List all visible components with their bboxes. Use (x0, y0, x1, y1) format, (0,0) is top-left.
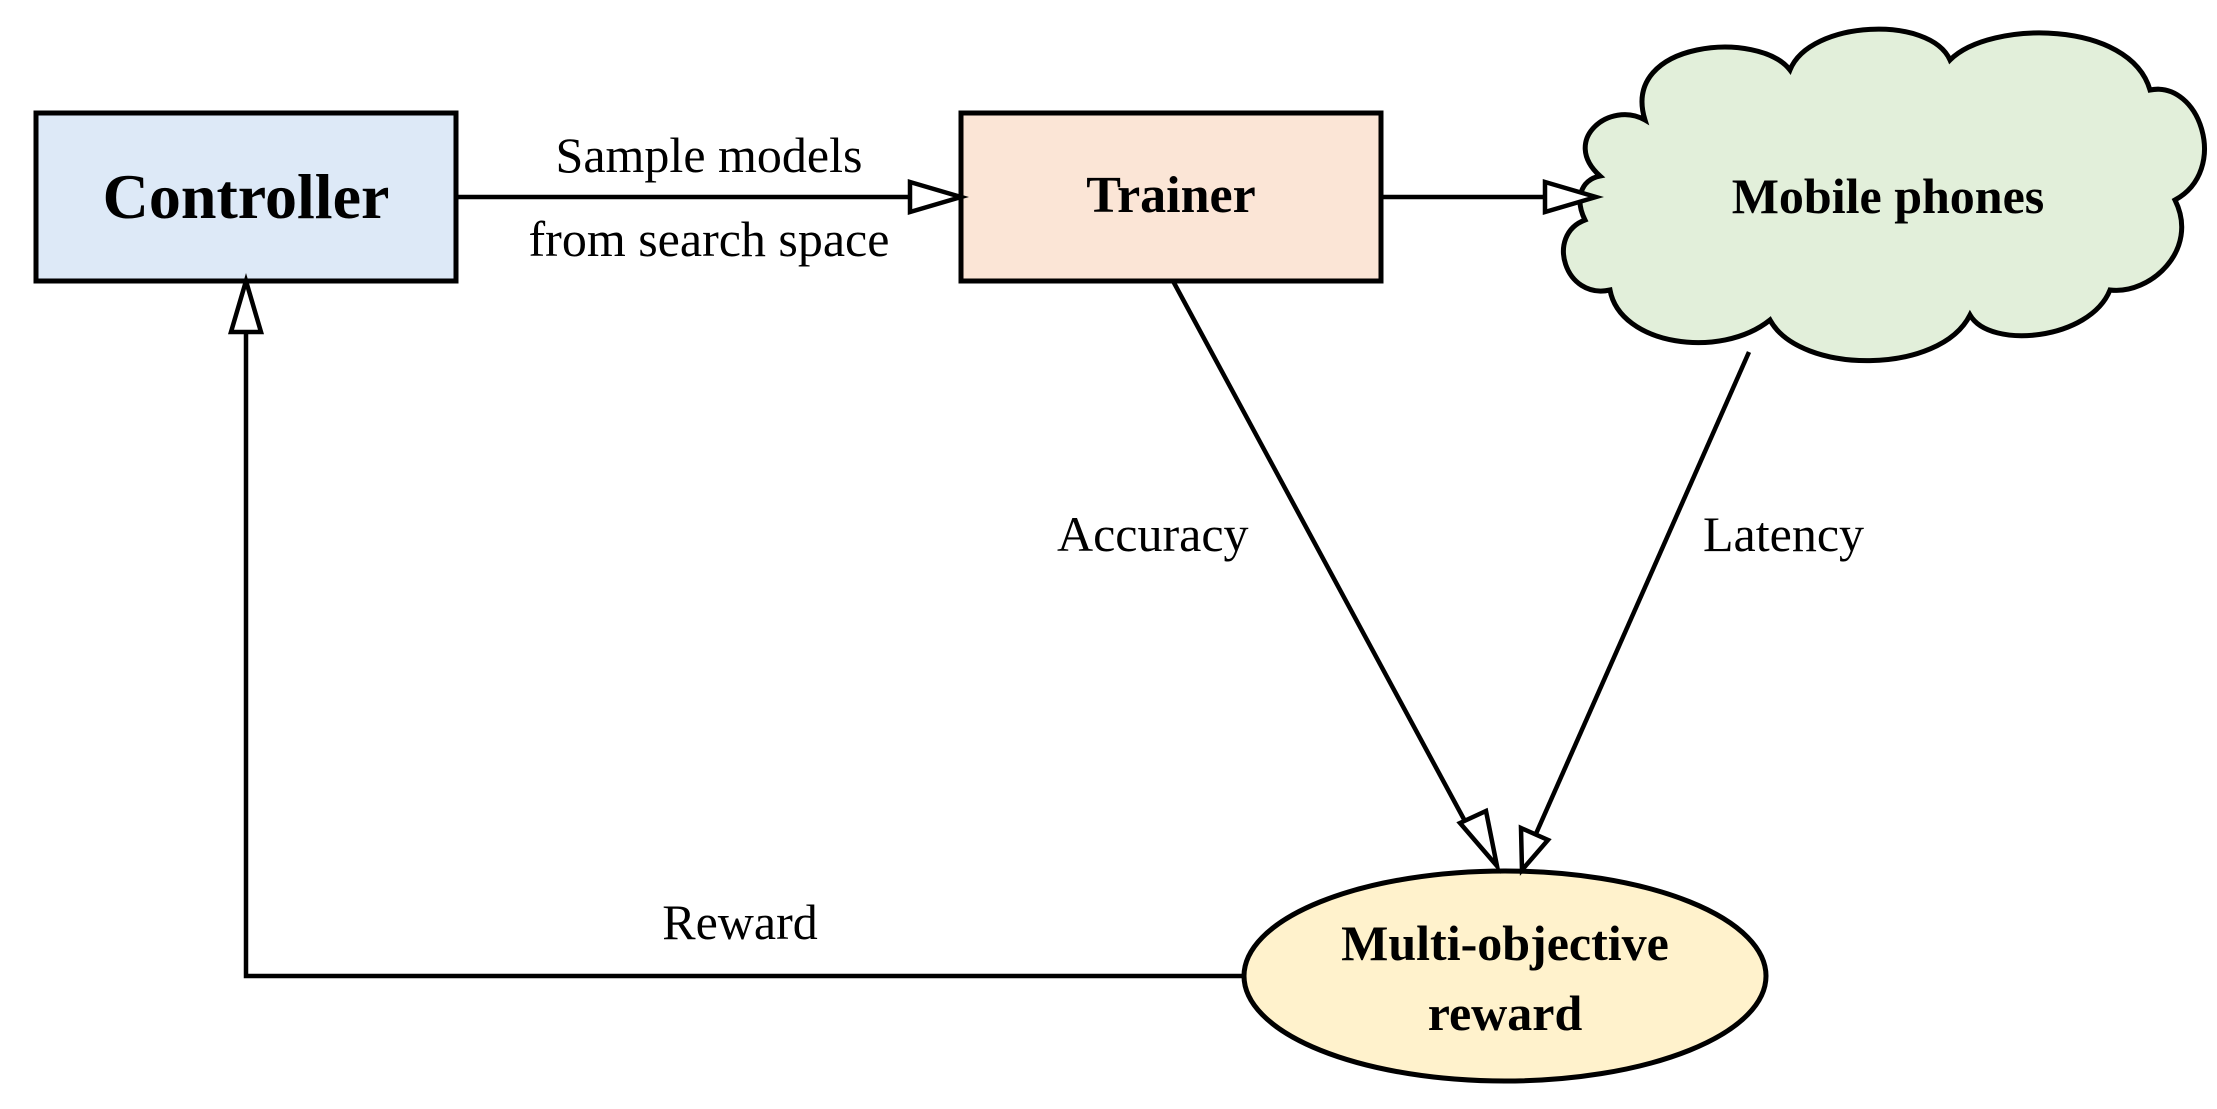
edge-reward: Reward (227, 273, 1244, 979)
arrowhead-accuracy (1456, 807, 1501, 874)
arrowhead-to-mobile (1542, 178, 1604, 216)
arrowhead-to-trainer (907, 178, 969, 216)
edge-reward-line (243, 332, 1244, 979)
controller-box (33, 110, 459, 284)
cloud-shape (1560, 26, 2207, 364)
sample-label-line2: from search space (529, 211, 890, 267)
reward-label-line1: Multi-objective (1341, 915, 1669, 971)
mobile-phones-label: Mobile phones (1732, 168, 2045, 224)
reward-ellipse (1241, 868, 1769, 1084)
controller-label: Controller (103, 161, 390, 232)
edge-latency-line (1532, 351, 1752, 837)
accuracy-label: Accuracy (1057, 506, 1249, 562)
edge-sample-models: Sample models from search space (456, 127, 969, 267)
edge-accuracy: Accuracy (1057, 279, 1501, 874)
mobile-phones-node: Mobile phones (1560, 26, 2207, 364)
sample-label-line1: Sample models (556, 127, 863, 183)
controller-node: Controller (33, 110, 459, 284)
arrowhead-to-controller (227, 273, 265, 335)
edge-trainer-mobile (1381, 178, 1604, 216)
latency-label: Latency (1703, 506, 1864, 562)
trainer-node: Trainer (958, 110, 1384, 284)
reward-label-line2: reward (1428, 985, 1583, 1041)
arrowhead-latency (1518, 824, 1552, 876)
edge-accuracy-line (1171, 279, 1475, 838)
trainer-box (958, 110, 1384, 284)
reward-node: Multi-objective reward (1241, 868, 1769, 1084)
edge-latency: Latency (1518, 351, 1864, 876)
reward-edge-label: Reward (662, 894, 818, 950)
trainer-label: Trainer (1086, 167, 1255, 224)
